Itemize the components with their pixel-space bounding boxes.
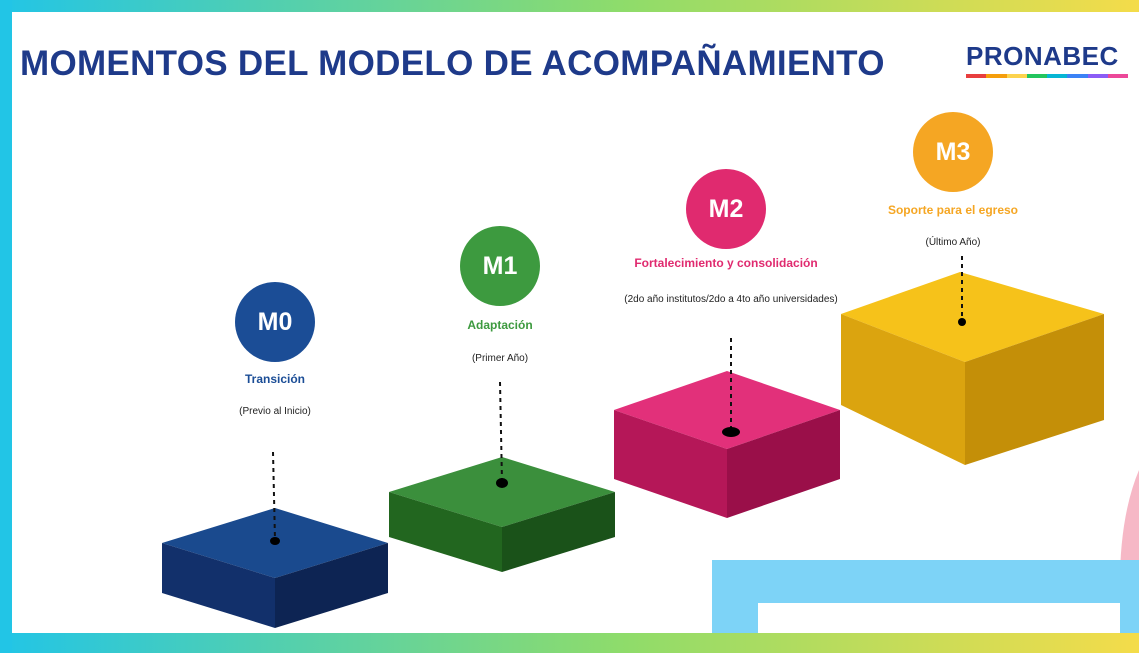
slide-title: MOMENTOS DEL MODELO DE ACOMPAÑAMIENTO xyxy=(20,44,885,83)
step-block-m2 xyxy=(614,338,840,518)
badge-m3: M3 xyxy=(913,112,993,192)
moment-name-m3: Soporte para el egreso xyxy=(887,203,1019,217)
moment-name-m2: Fortalecimiento y consolidación xyxy=(634,256,818,270)
frame-left-stripe xyxy=(0,0,12,653)
step-block-m0 xyxy=(162,451,388,628)
step-block-m3 xyxy=(841,256,1104,465)
frame-bottom-stripe xyxy=(0,633,1139,653)
logo-color-stripe xyxy=(966,74,1128,78)
logo-text: PRONABEC xyxy=(966,41,1119,71)
moment-name-m0: Transición xyxy=(244,372,306,386)
moment-name-m1: Adaptación xyxy=(467,318,533,332)
frame-top-stripe xyxy=(0,0,1139,12)
badge-m1: M1 xyxy=(460,226,540,306)
moment-period-m3: (Último Año) xyxy=(925,237,981,248)
decor-blue-frame xyxy=(712,560,1139,633)
step-block-m1 xyxy=(389,381,615,572)
badge-m0: M0 xyxy=(235,282,315,362)
moment-period-m0: (Previo al Inicio) xyxy=(239,406,311,417)
pronabec-logo: PRONABEC xyxy=(966,41,1131,78)
moment-period-m2: (2do año institutos/2do a 4to año univer… xyxy=(624,294,838,305)
moment-period-m1: (Primer Año) xyxy=(471,353,529,364)
badge-m2: M2 xyxy=(686,169,766,249)
